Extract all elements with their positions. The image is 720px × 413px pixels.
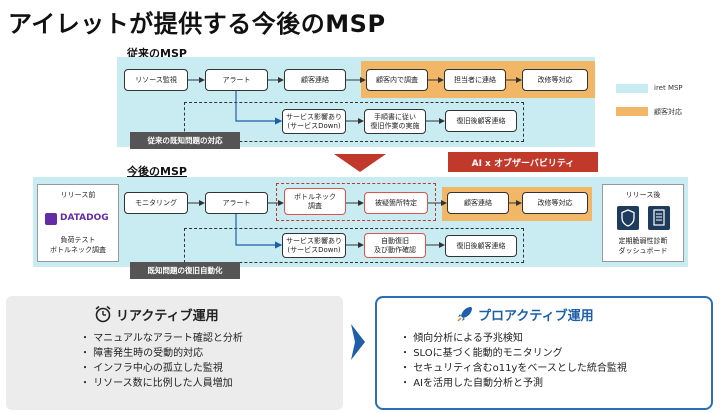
auto-recovery-box <box>184 228 524 263</box>
future-post-node: 復旧後顧客連絡 <box>445 235 517 257</box>
transition-arrow <box>334 154 386 172</box>
reactive-list: ・ マニュアルなアラート確認と分析 ・ 障害発生時の受動的対応 ・ インフラ中心… <box>80 331 243 391</box>
legacy-owner-node: 担当者に連絡 <box>444 69 506 91</box>
prerelease-caption: 負荷テスト ボトルネック調査 <box>50 236 106 254</box>
proactive-list: ・ 傾向分析による予兆検知 ・ SLOに基づく能動的モニタリング ・ セキュリテ… <box>400 331 627 391</box>
reactive-panel <box>6 296 343 410</box>
checklist-icon <box>648 206 670 230</box>
future-alert-node: アラート <box>205 192 268 214</box>
future-section-label: 今後のMSP <box>127 165 187 178</box>
legend-iret-label: iret MSP <box>654 84 683 92</box>
rocket-icon <box>457 307 472 322</box>
legacy-impact-node: サービス影響あり (サービスDown) <box>282 109 346 134</box>
future-auto-node: 自動復旧 及び動作確認 <box>364 233 426 258</box>
chevron-right-icon <box>351 324 365 360</box>
future-monitor-node: モニタリング <box>124 192 188 214</box>
legacy-known-issue-tag: 従来の既知問題の対応 <box>130 132 240 149</box>
page-title: アイレットが提供する今後のMSP <box>8 10 386 38</box>
legacy-post-node: 復旧後顧客連絡 <box>445 110 517 132</box>
postrelease-panel <box>602 184 684 262</box>
proactive-item: ・ 傾向分析による予兆検知 <box>400 333 523 344</box>
legacy-contact-node: 顧客連絡 <box>284 69 346 91</box>
legacy-internal-node: 顧客内で調査 <box>366 69 428 91</box>
reactive-item: ・ マニュアルなアラート確認と分析 <box>80 333 243 344</box>
prerelease-title: リリース前 <box>60 191 96 199</box>
datadog-logo-text: DATADOG <box>60 213 109 223</box>
future-contact-node: 顧客連絡 <box>447 192 509 214</box>
legend-iret-swatch <box>616 84 648 93</box>
proactive-item: ・ SLOに基づく能動的モニタリング <box>400 348 563 359</box>
legend-customer-label: 顧客対応 <box>654 108 682 116</box>
proactive-item: ・ セキュリティ含むo11yをベースとした統合監視 <box>400 363 627 374</box>
reactive-item: ・ 障害発生時の受動的対応 <box>80 348 204 359</box>
legacy-section-label: 従来のMSP <box>127 47 187 60</box>
ai-observability-banner: AI x オブザーバビリティ <box>448 152 598 172</box>
future-bottleneck-node: ボトルネック 調査 <box>284 188 346 215</box>
legacy-known-issue-box <box>184 102 524 142</box>
shield-icon <box>617 206 639 230</box>
future-fix-node: 改修等対応 <box>522 192 588 214</box>
auto-recovery-tag: 既知問題の復旧自動化 <box>130 262 240 279</box>
alarm-clock-icon <box>95 305 111 323</box>
legacy-resource-node: リソース監視 <box>124 69 188 91</box>
proactive-panel <box>375 296 713 410</box>
future-impact-node: サービス影響あり (サービスDown) <box>282 233 346 258</box>
postrelease-title: リリース後 <box>625 191 661 199</box>
legacy-recover-node: 手順書に従い 復旧作業の実施 <box>364 109 426 134</box>
legacy-fix-node: 改修等対応 <box>522 69 588 91</box>
legacy-alert-node: アラート <box>205 69 268 91</box>
reactive-heading: リアクティブ運用 <box>116 309 219 324</box>
reactive-item: ・ リソース数に比例した人員増加 <box>80 378 233 389</box>
legend-customer-swatch <box>616 107 648 116</box>
proactive-heading: プロアクティブ運用 <box>478 309 594 324</box>
future-suspect-node: 被疑箇所特定 <box>364 192 428 214</box>
ai-analysis-box <box>276 183 436 221</box>
proactive-item: ・ AIを活用した自動分析と予測 <box>400 378 543 389</box>
datadog-logo-icon <box>45 213 57 225</box>
postrelease-caption: 定期脆弱性診断 ダッシュボード <box>618 237 668 255</box>
reactive-item: ・ インフラ中心の孤立した監視 <box>80 363 223 374</box>
